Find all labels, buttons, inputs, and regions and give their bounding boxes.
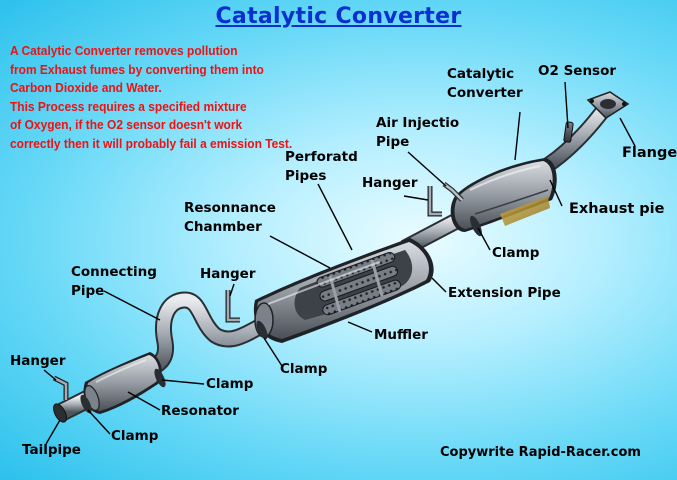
leader-air-injection <box>407 151 447 187</box>
muffler-part <box>253 238 434 343</box>
label-hanger-middle: Hanger <box>200 266 256 282</box>
description-line: from Exhaust fumes by converting them in… <box>10 61 264 77</box>
label-exhaust-pipe: Exhaust pie <box>569 201 665 217</box>
o2-sensor-part <box>563 121 574 143</box>
label-air-injection-pipe: Air Injectio Pipe <box>376 115 460 150</box>
connecting-pipe <box>131 291 277 379</box>
leader-lines <box>43 81 636 445</box>
label-clamp-muffler: Clamp <box>280 361 328 377</box>
leader-hanger-top <box>403 195 429 201</box>
label-clamp-resonator: Clamp <box>206 376 254 392</box>
leader-o2-sensor <box>564 81 569 129</box>
label-extension-pipe: Extension Pipe <box>448 285 561 301</box>
label-o2-sensor: O2 Sensor <box>538 63 617 79</box>
diagram-title: Catalytic Converter <box>215 4 462 29</box>
label-clamp-catalytic: Clamp <box>492 245 540 261</box>
label-resonance-chamber: Resonnance Chanmber <box>184 200 276 235</box>
leader-tailpipe <box>45 419 61 445</box>
leader-flange <box>619 117 636 147</box>
label-connecting-pipe: Connecting Pipe <box>71 264 157 299</box>
hanger-tail-part <box>52 375 69 400</box>
leader-hanger-middle <box>229 283 235 297</box>
leader-exhaust-pipe <box>549 179 563 207</box>
leader-clamp-resonator <box>161 379 205 385</box>
leader-perforated-pipes <box>317 183 353 251</box>
air-injection-pipe-part <box>442 182 464 202</box>
leader-hanger-tail <box>43 369 57 381</box>
description-line: correctly then it will probably fail a e… <box>10 135 293 151</box>
description-text: A Catalytic Converter removes pollution … <box>10 42 293 154</box>
leader-muffler <box>347 321 373 333</box>
label-muffler: Muffler <box>374 327 428 343</box>
leader-extension-pipe <box>431 277 447 293</box>
front-exhaust-pipe <box>540 100 613 173</box>
label-clamp-tail: Clamp <box>111 428 159 444</box>
catalytic-converter-part <box>450 158 557 232</box>
label-perforated-pipes: Perforatd Pipes <box>285 149 358 184</box>
leader-clamp-catalytic <box>477 227 491 251</box>
label-resonator: Resonator <box>161 403 239 419</box>
copyright-text: Copywrite Rapid-Racer.com <box>440 445 641 460</box>
hanger-middle-part <box>225 290 240 323</box>
resonator-part <box>83 352 162 414</box>
label-catalytic-converter: Catalytic Converter <box>447 66 523 101</box>
leader-resonator <box>127 391 161 411</box>
hanger-top-part <box>427 186 442 217</box>
leader-clamp-tail <box>87 409 111 435</box>
leader-resonance-chamber <box>269 235 331 269</box>
label-hanger-top: Hanger <box>362 175 418 191</box>
description-line: This Process requires a specified mixtur… <box>10 98 247 114</box>
leader-catalytic-converter <box>514 111 521 161</box>
description-line: A Catalytic Converter removes pollution <box>10 43 238 58</box>
label-tailpipe: Tailpipe <box>22 442 81 458</box>
description-line: of Oxygen, if the O2 sensor doesn't work <box>10 117 243 133</box>
leader-clamp-muffler <box>263 337 283 367</box>
label-hanger-tail: Hanger <box>10 353 66 369</box>
leader-connecting-pipe <box>103 290 161 321</box>
flange-part <box>586 91 630 119</box>
description-line: Carbon Dioxide and Water. <box>10 80 162 96</box>
label-flange: Flange <box>622 145 677 161</box>
